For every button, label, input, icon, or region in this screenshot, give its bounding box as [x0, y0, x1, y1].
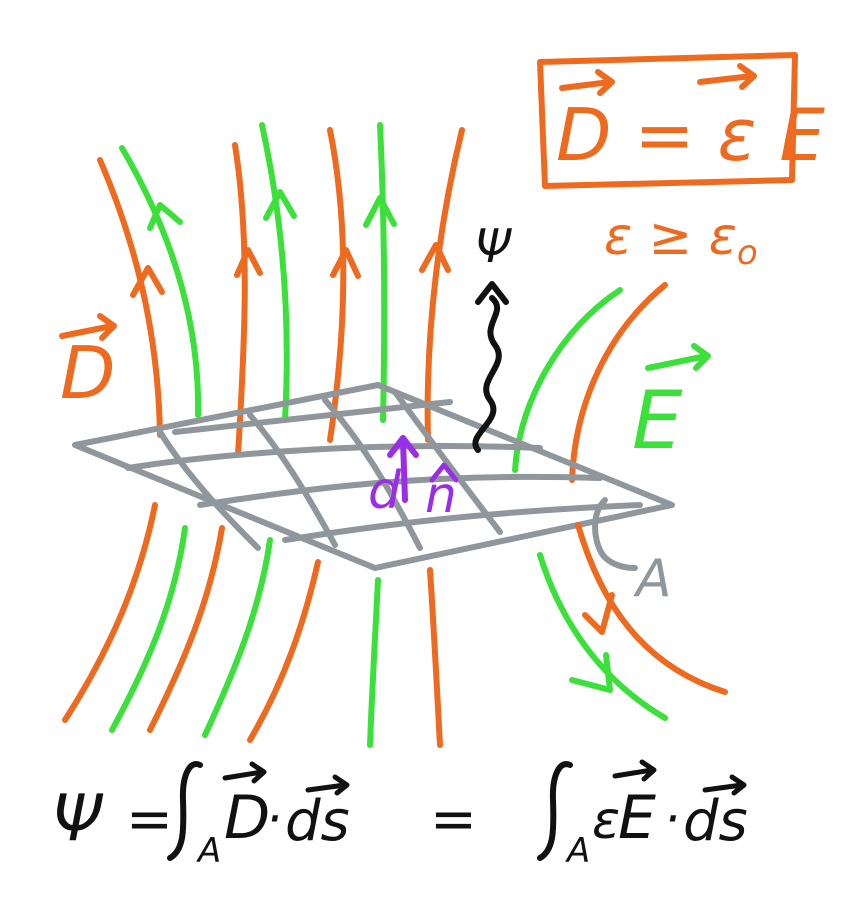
- d-field-line: [232, 142, 248, 458]
- da-d-label: d: [368, 461, 402, 521]
- d-field-line: [424, 127, 465, 443]
- d-field-line: [247, 559, 321, 743]
- eq-dot-1: ·: [266, 790, 282, 848]
- e-arrowhead: [363, 195, 397, 228]
- hat-icon: [429, 462, 459, 483]
- e-field-line: [202, 537, 273, 738]
- e-field-line: [537, 552, 668, 721]
- e-arrowhead: [147, 202, 183, 231]
- constitutive-relation: D = ε E: [556, 93, 825, 177]
- vector-arrow-icon: [697, 63, 757, 90]
- e-arrowhead: [263, 189, 297, 221]
- d-field-line: [327, 127, 347, 443]
- vector-arrow-icon: [645, 343, 711, 371]
- area-label: A: [633, 549, 672, 609]
- eq-equals-2: =: [430, 787, 477, 852]
- e-field-label: E: [632, 374, 683, 467]
- d-arrowhead: [419, 242, 451, 273]
- d-arrowhead: [130, 265, 165, 298]
- e-field-line: [259, 122, 290, 423]
- d-field-line: [569, 282, 668, 483]
- n-hat-arrowhead: [387, 435, 419, 458]
- d-field-line: [575, 522, 728, 695]
- eq-ds-2: ds: [683, 789, 748, 854]
- surface-grid: [72, 382, 675, 571]
- flux-equation: Ψ = A D · ds = A ε E · ds: [52, 761, 748, 871]
- e-field-line: [119, 145, 202, 418]
- vector-arrow-icon: [59, 313, 117, 341]
- eq-D: D: [224, 783, 270, 853]
- vector-arrow-icon: [222, 761, 267, 784]
- eq-int-sub-1: A: [196, 831, 221, 871]
- n-hat-arrow: [400, 437, 408, 503]
- e-arrowhead: [569, 652, 613, 693]
- eq-equals-1: =: [126, 787, 173, 852]
- d-field-line: [62, 502, 158, 723]
- d-arrowhead: [234, 247, 263, 278]
- e-field-line: [512, 287, 623, 473]
- eq-dot-2: ·: [664, 790, 680, 848]
- e-field-line: [377, 122, 388, 423]
- e-field-line: [109, 525, 188, 733]
- squiggle-icon: [472, 295, 502, 453]
- vector-arrow-icon: [702, 774, 747, 796]
- d-arrowhead: [582, 592, 615, 635]
- vector-arrow-icon: [559, 69, 615, 96]
- hat-icon: [475, 281, 509, 305]
- permittivity-relation: ε ≥ εo: [604, 207, 758, 273]
- vector-arrow-icon: [305, 774, 350, 796]
- flux-label: Ψ: [475, 219, 512, 273]
- integral-icon: [537, 761, 573, 861]
- area-bracket: [592, 497, 638, 571]
- eq-int-sub-2: A: [565, 831, 590, 871]
- d-field-line: [147, 525, 225, 733]
- e-field-line: [367, 577, 381, 748]
- relation-box: [537, 52, 798, 189]
- d-field-label: D: [60, 331, 115, 415]
- d-field-line: [427, 567, 443, 748]
- eq-E: E: [618, 783, 656, 853]
- d-arrowhead: [330, 247, 361, 279]
- n-hat-label: n: [425, 466, 457, 524]
- eq-psi: Ψ: [52, 782, 104, 856]
- vector-arrow-icon: [612, 759, 657, 782]
- integral-icon: [167, 761, 203, 861]
- eq-eps: ε: [592, 791, 620, 851]
- eq-ds-1: ds: [285, 789, 350, 854]
